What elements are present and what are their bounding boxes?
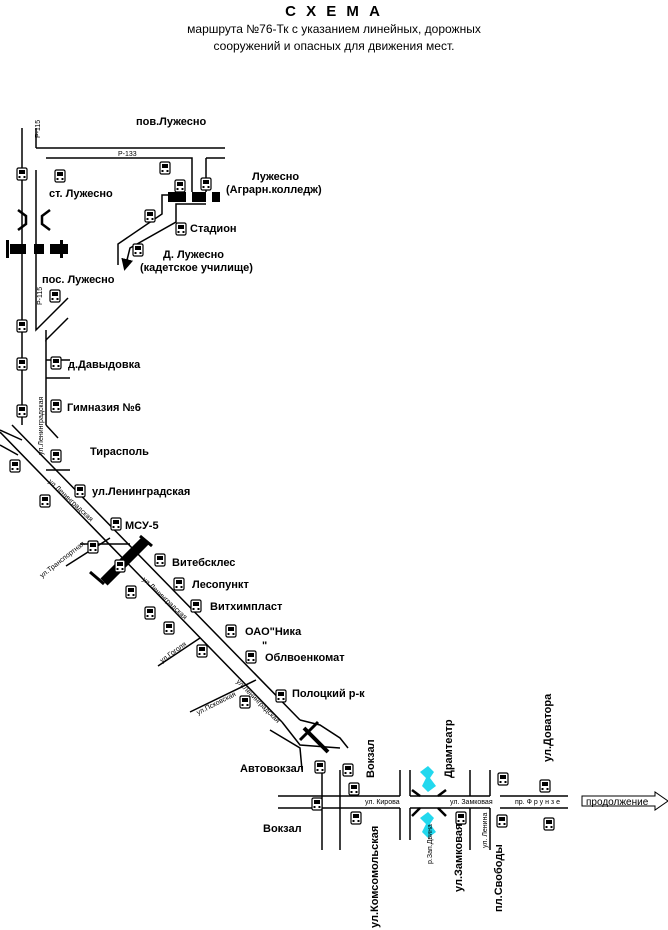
label-msu5: МСУ-5 xyxy=(125,520,159,532)
bus-stop-icon xyxy=(16,167,28,181)
bus-stop-icon xyxy=(49,289,61,303)
label-gymnasium: Гимназия №6 xyxy=(67,402,141,414)
bus-stop-icon xyxy=(175,222,187,236)
label-komsomolskaya: ул.Комсомольская xyxy=(369,826,381,928)
bus-stop-icon xyxy=(314,760,326,774)
bus-stop-icon xyxy=(39,494,51,508)
label-lesopunkt: Лесопункт xyxy=(192,579,249,591)
road-kirova-zamkovaya-frunze xyxy=(278,770,568,850)
road-label-lenina: ул. Ленина xyxy=(482,813,489,848)
bus-stop-icon xyxy=(50,449,62,463)
bus-stop-icon xyxy=(163,621,175,635)
bus-stop-icon xyxy=(543,817,555,831)
bus-stop-icon xyxy=(16,357,28,371)
label-pos-luzhesno: пос. Лужесно xyxy=(42,274,115,286)
road-leningradskaya-diagonal xyxy=(0,424,349,771)
bus-stop-icon xyxy=(275,689,287,703)
bus-stop-icon xyxy=(239,695,251,709)
bus-stop-icon xyxy=(154,553,166,567)
bus-stop-icon xyxy=(539,779,551,793)
label-vitebskles: Витебсклес xyxy=(172,557,235,569)
label-davydovka: д.Давыдовка xyxy=(68,359,141,371)
label-tiraspol: Тирасполь xyxy=(90,446,149,458)
label-vitkhimplast: Витхимпласт xyxy=(210,601,283,613)
label-dovatora: ул.Доватора xyxy=(542,693,554,762)
bus-stop-icon xyxy=(173,577,185,591)
label-quote: " xyxy=(262,640,267,652)
label-st-luzhesno: ст. Лужесно xyxy=(49,188,113,200)
bus-stop-icon xyxy=(144,209,156,223)
bus-stop-icon xyxy=(87,540,99,554)
label-avtovokzal: Автовокзал xyxy=(240,763,304,775)
label-d-luzhesno: Д. Лужесно xyxy=(163,249,224,261)
label-leningradskaya: ул.Ленинградская xyxy=(92,486,190,498)
bus-stop-icon xyxy=(159,161,171,175)
bus-stop-icon xyxy=(174,179,186,193)
continuation-label: продолжение xyxy=(586,797,649,808)
label-cadet-school: (кадетское училище) xyxy=(140,262,253,274)
map-subtitle-line2: сооружений и опасных для движения мест. xyxy=(213,39,455,53)
bus-stop-icon xyxy=(196,644,208,658)
label-oblvoenkomat: Облвоенкомат xyxy=(265,652,345,664)
bus-stop-icon xyxy=(245,650,257,664)
road-label-kirova: ул. Кирова xyxy=(365,799,400,806)
bus-stop-icon xyxy=(350,811,362,825)
road-label-r115-mid: Р-115 xyxy=(37,287,44,305)
road-label-zamkovaya: ул. Замковая xyxy=(450,799,493,806)
bridge-icon xyxy=(17,209,51,231)
label-svobody: пл.Свободы xyxy=(493,844,505,912)
label-vokzal: Вокзал xyxy=(263,823,302,835)
bus-stop-icon xyxy=(114,559,126,573)
bus-stop-icon xyxy=(455,811,467,825)
bus-stop-icon xyxy=(348,782,360,796)
label-luzhesno: Лужесно xyxy=(252,171,299,183)
bus-stop-icon xyxy=(54,169,66,183)
bus-stop-icon xyxy=(496,814,508,828)
bus-stop-icon xyxy=(311,797,323,811)
road-label-leningradskaya-vertical: ул.Ленинградская xyxy=(38,396,45,455)
road-label-gogolya: ул.Гоголя xyxy=(159,641,188,665)
bus-stop-icon xyxy=(16,319,28,333)
bus-stop-icon xyxy=(497,772,509,786)
bus-stop-icon xyxy=(50,399,62,413)
bus-stop-icon xyxy=(190,599,202,613)
label-stadion: Стадион xyxy=(190,223,237,235)
label-zamkovaya: ул.Замковая xyxy=(453,824,465,892)
river-zap-dvina xyxy=(411,766,447,838)
continuation-arrow: продолжение xyxy=(581,791,668,811)
bus-stop-icon xyxy=(74,484,86,498)
road-label-zap-dvina: р.Зап.Двина xyxy=(427,824,434,864)
label-pov-luzhesno: пов.Лужесно xyxy=(136,116,207,128)
bus-stop-icon xyxy=(144,606,156,620)
label-nika: ОАО"Ника xyxy=(245,626,302,638)
label-dramteatr: Драмтеатр xyxy=(443,719,455,778)
bus-stop-icon xyxy=(110,517,122,531)
road-label-pskovskaya: ул.Псковская xyxy=(196,691,238,717)
bus-stop-icon xyxy=(342,763,354,777)
label-agrarian-college: (Аграрн.колледж) xyxy=(226,184,322,196)
map-title: С Х Е М А xyxy=(285,3,383,20)
map-subtitle-line1: маршрута №76-Тк с указанием линейных, до… xyxy=(187,22,481,36)
bus-stop-icon xyxy=(9,459,21,473)
road-label-transportnaya: ул.Транспортная xyxy=(39,540,86,579)
bus-stop-icon xyxy=(50,356,62,370)
bus-stop-icon xyxy=(132,243,144,257)
road-label-r115-top: Р-115 xyxy=(35,120,42,138)
road-label-r133: Р-133 xyxy=(118,151,137,158)
bus-stop-icon xyxy=(200,177,212,191)
label-vokzal-vertical: Вокзал xyxy=(365,739,377,778)
road-label-frunze: пр. Ф р у н з е xyxy=(515,799,560,806)
label-polotsky: Полоцкий р-к xyxy=(292,688,365,700)
bus-stop-icon xyxy=(16,404,28,418)
bus-stop-icon xyxy=(225,624,237,638)
bus-stop-icon xyxy=(125,585,137,599)
